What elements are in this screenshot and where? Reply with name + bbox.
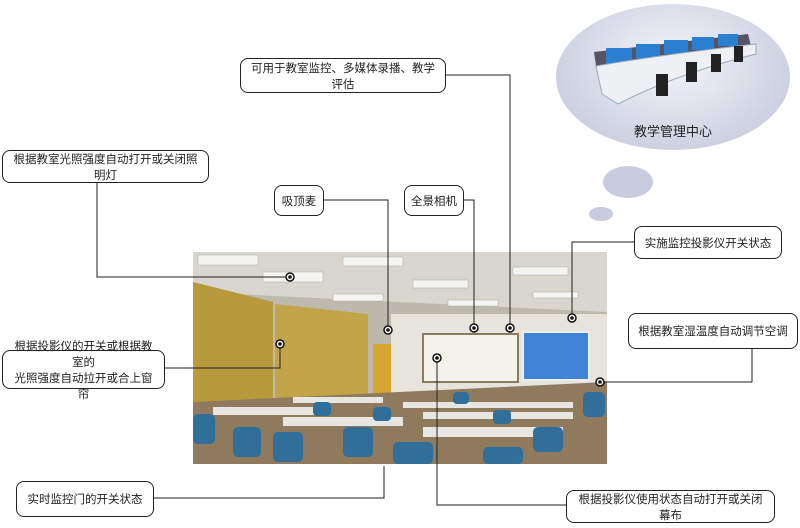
thought-puff-large (603, 166, 653, 198)
label-projector-status: 实施监控投影仪开关状态 (634, 226, 782, 259)
label-curtain: 根据投影仪的开关或根据教室的 光照强度自动拉开或合上窗帘 (2, 339, 165, 401)
label-door-status: 实时监控门的开关状态 (16, 481, 154, 517)
thought-puff-small (589, 207, 613, 221)
classroom-photo (193, 252, 607, 464)
label-lighting: 根据教室光照强度自动打开或关闭照明灯 (2, 150, 209, 183)
label-curtain-line1: 根据投影仪的开关或根据教室的 (14, 338, 153, 369)
center-title: 教学管理中心 (633, 125, 712, 140)
label-curtain-line2: 光照强度自动拉开或合上窗帘 (14, 370, 153, 401)
control-room-illustration (594, 34, 757, 105)
label-air-conditioning: 根据教室湿温度自动调节空调 (628, 313, 798, 349)
label-panoramic-camera: 全景相机 (404, 185, 464, 216)
label-monitoring: 可用于教室监控、多媒体录播、教学评估 (240, 58, 446, 93)
label-ceiling-mic: 吸顶麦 (274, 185, 324, 216)
management-center-bubble: 教学管理中心 (556, 4, 790, 150)
label-projection-screen: 根据投影仪使用状态自动打开或关闭幕布 (566, 490, 775, 523)
